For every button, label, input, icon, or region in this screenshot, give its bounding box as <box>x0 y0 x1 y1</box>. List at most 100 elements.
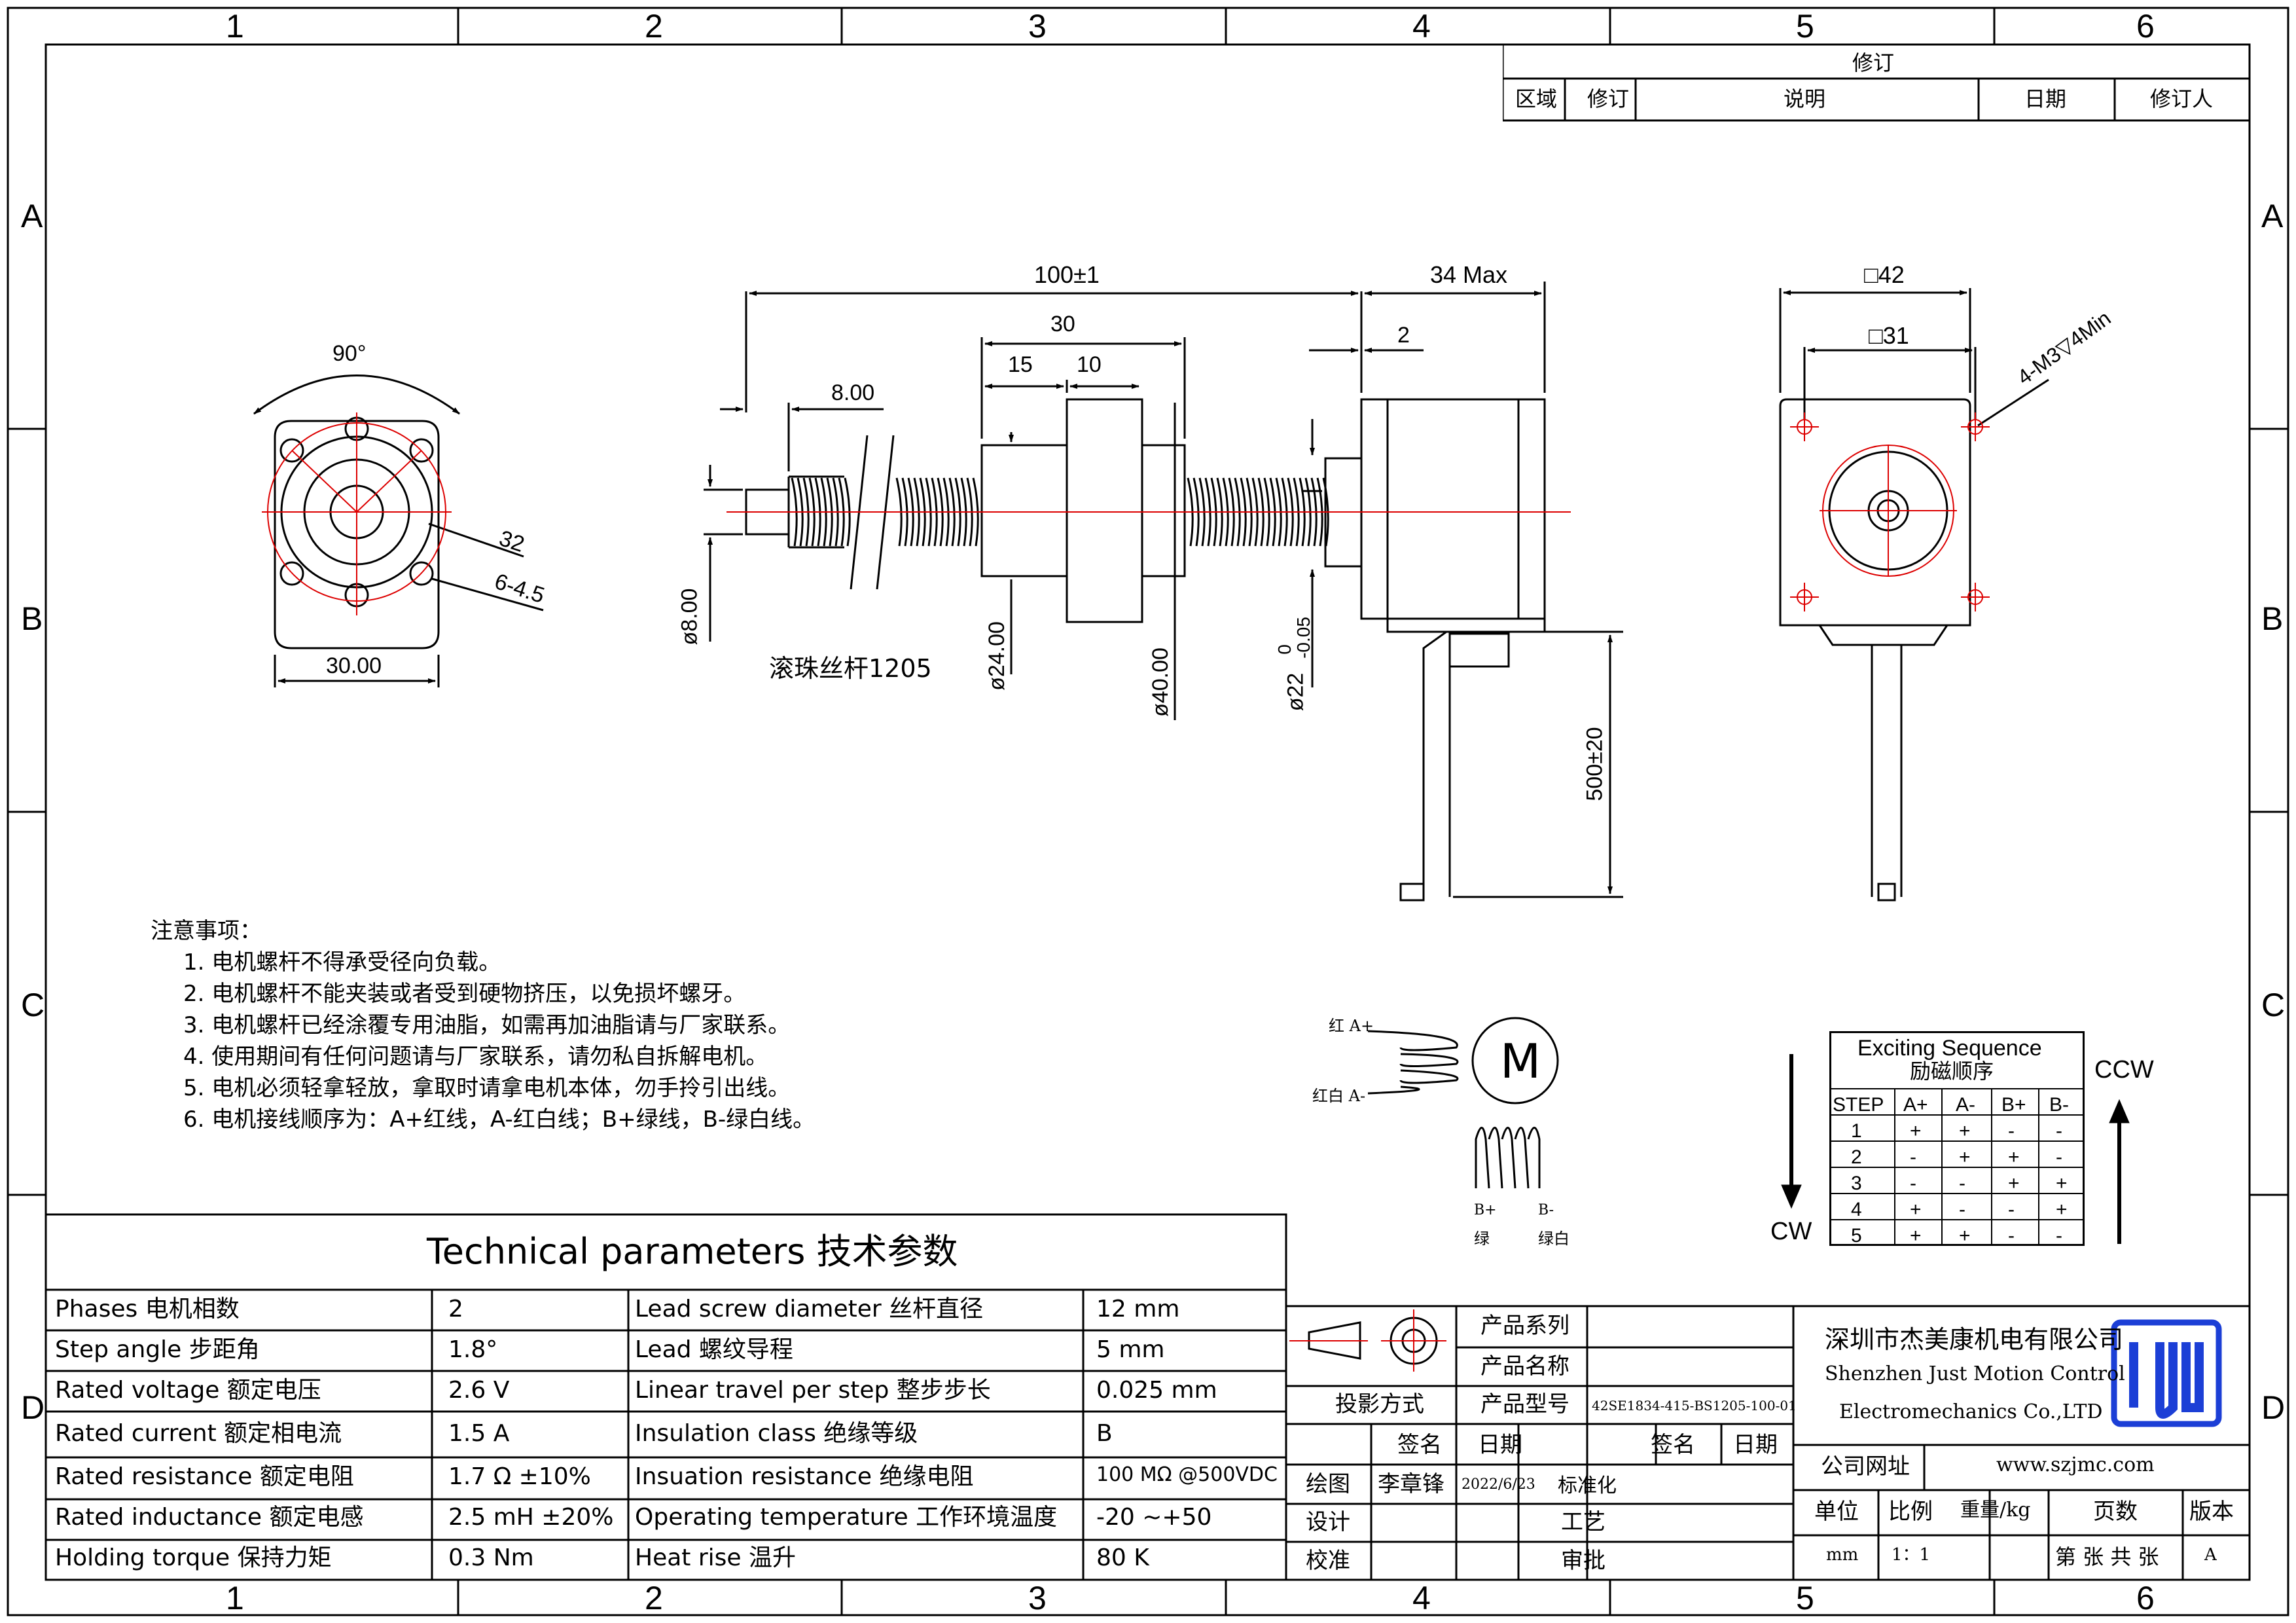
tech-cell: Linear travel per step 整步步长 <box>635 1377 991 1404</box>
tech-cell: Phases 电机相数 <box>55 1296 240 1322</box>
sequence-grid <box>1829 1088 2085 1246</box>
zone-col-6-top: 6 <box>2136 8 2155 45</box>
tech-cell: Insuation resistance 绝缘电阻 <box>635 1463 974 1490</box>
note-item: 3. 电机螺杆已经涂覆专用油脂，如需再加油脂请与厂家联系。 <box>183 1012 791 1038</box>
seq-cell: - <box>2008 1225 2015 1247</box>
titleblock-grid <box>45 1213 2251 1581</box>
seq-header-b-minus: B- <box>2049 1094 2069 1116</box>
zone-col-5-top: 5 <box>1796 8 1814 45</box>
seq-header-b-plus: B+ <box>2001 1094 2026 1116</box>
tb-date-2: 日期 <box>1733 1432 1778 1458</box>
tech-cell: Holding torque 保持力矩 <box>55 1544 332 1571</box>
note-item: 2. 电机螺杆不能夹装或者受到硬物挤压，以免损坏螺牙。 <box>183 981 746 1007</box>
seq-cell: + <box>2008 1173 2020 1194</box>
note-item: 1. 电机螺杆不得承受径向负载。 <box>183 949 501 976</box>
tech-title: Technical parameters 技术参数 <box>427 1231 958 1272</box>
tech-cell: Lead 螺纹导程 <box>635 1336 793 1363</box>
revision-col-reviser: 修订人 <box>2150 86 2214 111</box>
tb-date: 日期 <box>1478 1432 1522 1458</box>
tb-drawer: 李章锋 <box>1378 1471 1444 1497</box>
zone-row-d-right: D <box>2261 1389 2286 1426</box>
tech-cell: Heat rise 温升 <box>635 1544 796 1571</box>
tb-company-cn: 深圳市杰美康机电有限公司 <box>1825 1325 2124 1354</box>
tb-process: 工艺 <box>1561 1509 1605 1535</box>
dim-lead-length: 500±20 <box>1582 727 1607 801</box>
dim-shaft-dia: ø8.00 <box>677 588 702 646</box>
ccw-label: CCW <box>2094 1056 2154 1084</box>
zone-col-2-top: 2 <box>645 8 663 45</box>
tb-standard: 标准化 <box>1558 1474 1617 1497</box>
seq-cell: - <box>1910 1146 1916 1168</box>
zone-row-b-left: B <box>21 600 43 637</box>
tb-website-label: 公司网址 <box>1821 1453 1910 1480</box>
sequence-table: Exciting Sequence 励磁顺序 STEP A+ A- B+ B- … <box>1829 1031 2085 1246</box>
motor-symbol: M <box>1500 1034 1541 1089</box>
dim-nut-dia-24: ø24.00 <box>984 621 1009 691</box>
dim-10: 10 <box>1077 352 1102 377</box>
dim-boss-tol-up: 0 <box>1274 644 1295 655</box>
seq-cell: 2 <box>1851 1146 1862 1168</box>
tb-version-value: A <box>2204 1545 2217 1565</box>
dim-2: 2 <box>1397 323 1410 348</box>
tech-cell: 12 mm <box>1096 1296 1180 1322</box>
tb-unit: 单位 <box>1814 1499 1859 1525</box>
dim-8: 8.00 <box>831 380 875 405</box>
tech-cell: 2.6 V <box>448 1377 510 1404</box>
tb-product-model: 产品型号 <box>1480 1391 1570 1417</box>
tb-approve: 审批 <box>1561 1548 1605 1574</box>
wire-a-plus: 红 A+ <box>1329 1017 1374 1035</box>
dim-flange-width: 30.00 <box>326 653 382 678</box>
notes-block: 注意事项： 1. 电机螺杆不得承受径向负载。 2. 电机螺杆不能夹装或者受到硬物… <box>151 915 815 1135</box>
wire-b-plus-color: 绿 <box>1474 1230 1490 1248</box>
seq-cell: + <box>1959 1146 1971 1168</box>
seq-cell: + <box>1910 1199 1922 1220</box>
dim-square-31: □31 <box>1869 322 1909 349</box>
tb-product-name: 产品名称 <box>1480 1353 1570 1379</box>
dim-overall: 100±1 <box>1034 261 1100 288</box>
seq-cell: + <box>1910 1120 1922 1142</box>
seq-cell: - <box>1959 1173 1965 1194</box>
tb-version: 版本 <box>2189 1499 2234 1525</box>
tb-projection: 投影方式 <box>1335 1391 1424 1417</box>
tech-cell: 2 <box>448 1296 463 1322</box>
zone-col-1-bottom: 1 <box>226 1580 244 1616</box>
tb-drawn: 绘图 <box>1306 1471 1350 1497</box>
seq-header-a-minus: A- <box>1956 1094 1975 1116</box>
zone-row-b-right: B <box>2261 600 2284 637</box>
tb-design: 设计 <box>1306 1509 1350 1535</box>
tech-cell: 1.7 Ω ±10% <box>448 1463 591 1490</box>
tech-cell: 5 mm <box>1096 1336 1165 1363</box>
zone-col-1-top: 1 <box>226 8 244 45</box>
tb-check: 校准 <box>1306 1548 1350 1574</box>
tech-cell: 2.5 mH ±20% <box>448 1504 614 1531</box>
wire-b-plus: B+ <box>1474 1202 1497 1218</box>
revision-col-date: 日期 <box>2024 86 2067 111</box>
sequence-subtitle: 励磁顺序 <box>1910 1059 1994 1084</box>
tech-cell: B <box>1096 1420 1113 1447</box>
tb-model-value: 42SE1834-415-BS1205-100-01 <box>1592 1398 1797 1413</box>
tb-company-en-2: Electromechanics Co.,LTD <box>1839 1400 2103 1423</box>
company-logo-mark <box>2129 1342 2204 1419</box>
seq-cell: - <box>2008 1199 2015 1220</box>
zone-row-c-right: C <box>2261 987 2286 1023</box>
seq-cell: - <box>1910 1173 1916 1194</box>
dim-max: 34 Max <box>1430 261 1508 288</box>
zone-row-d-left: D <box>21 1389 45 1426</box>
seq-cell: + <box>2008 1146 2020 1168</box>
seq-cell: - <box>2056 1146 2062 1168</box>
wire-b-minus-color: 绿白 <box>1538 1230 1570 1248</box>
cw-label: CW <box>1770 1218 1812 1245</box>
tech-cell: Rated inductance 额定电感 <box>55 1504 364 1531</box>
dim-boss-tol-down: -0.05 <box>1293 617 1314 659</box>
screw-side-view <box>704 282 1623 902</box>
revision-col-area: 区域 <box>1515 86 1558 111</box>
seq-cell: + <box>2056 1173 2068 1194</box>
seq-cell: 5 <box>1851 1225 1862 1247</box>
seq-cell: 1 <box>1851 1120 1862 1142</box>
dim-nut-length: 30 <box>1050 312 1075 337</box>
seq-header-a-plus: A+ <box>1903 1094 1928 1116</box>
tech-cell: Rated resistance 额定电阻 <box>55 1463 354 1490</box>
zone-col-2-bottom: 2 <box>645 1580 663 1616</box>
wire-a-minus: 红白 A- <box>1312 1087 1366 1105</box>
